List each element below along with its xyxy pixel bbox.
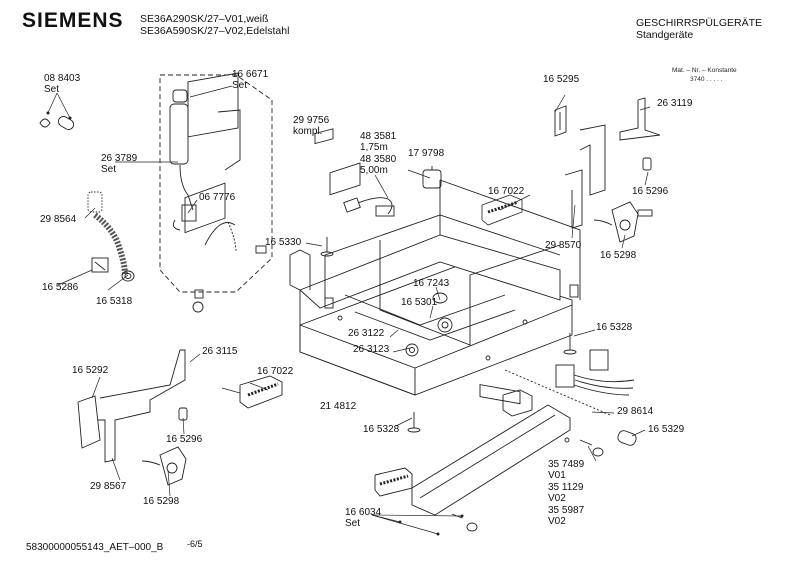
model-line-1: SE36A290SK/27–V01,weiß xyxy=(140,13,269,25)
part-label: 16 5286 xyxy=(42,282,79,293)
filter-part-165286 xyxy=(91,257,109,273)
part-label: 48 3580 xyxy=(360,154,397,165)
base-tray xyxy=(299,162,581,405)
foot-165329 xyxy=(617,430,637,446)
clip-165330 xyxy=(314,128,334,257)
model-line-2: SE36A590SK/27–V02,Edelstahl xyxy=(140,25,290,37)
part-label: 08 8403 xyxy=(44,73,81,84)
part-label: 16 5295 xyxy=(543,74,580,85)
mat-label: Mat. – Nr. – Konstante xyxy=(672,67,737,74)
hinge-298570 xyxy=(564,124,606,229)
part-label: Set xyxy=(101,164,117,175)
part-label: 16 5296 xyxy=(632,186,669,197)
part-label: Set xyxy=(44,84,60,95)
rail-167022-left xyxy=(239,375,283,409)
side-panel-left xyxy=(289,249,311,291)
part-label: 29 8567 xyxy=(90,481,127,492)
part-label: 35 1129 xyxy=(548,482,584,493)
screw-165328-right xyxy=(563,333,577,355)
bracket-165295 xyxy=(554,105,567,137)
part-label: 16 5301 xyxy=(401,297,438,308)
part-label: 16 6671 xyxy=(232,69,269,80)
bracket-165292-left xyxy=(77,349,186,463)
part-label: kompl. xyxy=(293,126,323,137)
part-label: 26 3119 xyxy=(657,98,693,109)
cable-483581 xyxy=(343,197,395,217)
part-label: 16 5328 xyxy=(363,424,400,435)
part-label: 16 5330 xyxy=(265,237,302,248)
kick-panel-front xyxy=(411,404,571,516)
part-label: 26 3123 xyxy=(353,344,390,355)
part-label: 16 5329 xyxy=(648,424,685,435)
part-label: 06 7776 xyxy=(199,192,236,203)
part-label: 26 3115 xyxy=(202,346,238,357)
screw-165328-left xyxy=(407,412,421,433)
part-label: 16 7243 xyxy=(413,278,450,289)
switch-165298-left xyxy=(141,446,187,486)
category-title: GESCHIRRSPÜLGERÄTE xyxy=(636,17,763,29)
bracket-263119 xyxy=(619,97,661,141)
part-label: 16 5298 xyxy=(143,496,180,507)
clip-165296-left xyxy=(178,407,188,421)
part-label: 16 7022 xyxy=(257,366,294,377)
part-label: 17 9798 xyxy=(408,148,445,159)
ring-167243 xyxy=(432,292,448,304)
part-label: 16 5318 xyxy=(96,296,133,307)
hose-298564 xyxy=(87,191,103,213)
part-label: 16 5298 xyxy=(600,250,637,261)
part-label: 35 5987 xyxy=(548,505,585,516)
switch-165298-top xyxy=(593,201,653,243)
brand-logo: SIEMENS xyxy=(22,9,124,32)
part-label: 29 8570 xyxy=(545,240,582,251)
clip-165296-top xyxy=(642,157,652,171)
part-label: V02 xyxy=(548,493,566,504)
part-label: 16 7022 xyxy=(488,186,525,197)
part-label: Set xyxy=(232,80,248,91)
part-label: 26 3122 xyxy=(348,328,385,339)
connector-harness xyxy=(504,349,635,416)
rail-167022-top xyxy=(481,194,523,226)
part-label: 16 6034 xyxy=(345,507,382,518)
part-label: 29 8564 xyxy=(40,214,77,225)
rail-right-bottom xyxy=(502,389,533,417)
part-label: 26 3789 xyxy=(101,153,138,164)
part-label: 16 5292 xyxy=(72,365,109,376)
part-label: 29 9756 xyxy=(293,115,330,126)
part-label: 16 5296 xyxy=(166,434,203,445)
part-label: 48 3581 xyxy=(360,131,397,142)
part-label: V01 xyxy=(548,470,566,481)
category-subtitle: Standgeräte xyxy=(636,29,694,41)
part-label: 29 8614 xyxy=(617,406,654,417)
screw-351129 xyxy=(579,439,604,457)
part-label: 1,75m xyxy=(360,142,388,153)
clip-set-088403 xyxy=(39,116,75,130)
part-label: V02 xyxy=(548,516,566,527)
part-label: 16 5328 xyxy=(596,322,633,333)
part-label: 21 4812 xyxy=(320,401,357,412)
control-board-small xyxy=(184,182,226,313)
valve-assembly-166671 xyxy=(169,72,267,254)
rail-166034 xyxy=(374,467,413,497)
part-label: 35 7489 xyxy=(548,459,585,470)
drain-hose xyxy=(93,212,135,282)
page-number: -6/5 xyxy=(187,539,203,549)
mat-value: 3740 . . . . . xyxy=(690,76,723,83)
part-label: 5,00m xyxy=(360,165,388,176)
document-id: 58300000055143_AET–000_B xyxy=(26,542,164,553)
sensor-179798 xyxy=(422,166,442,189)
screw-cap-set xyxy=(451,513,478,532)
assembly-group-outline xyxy=(159,74,273,293)
part-label: Set xyxy=(345,518,361,529)
